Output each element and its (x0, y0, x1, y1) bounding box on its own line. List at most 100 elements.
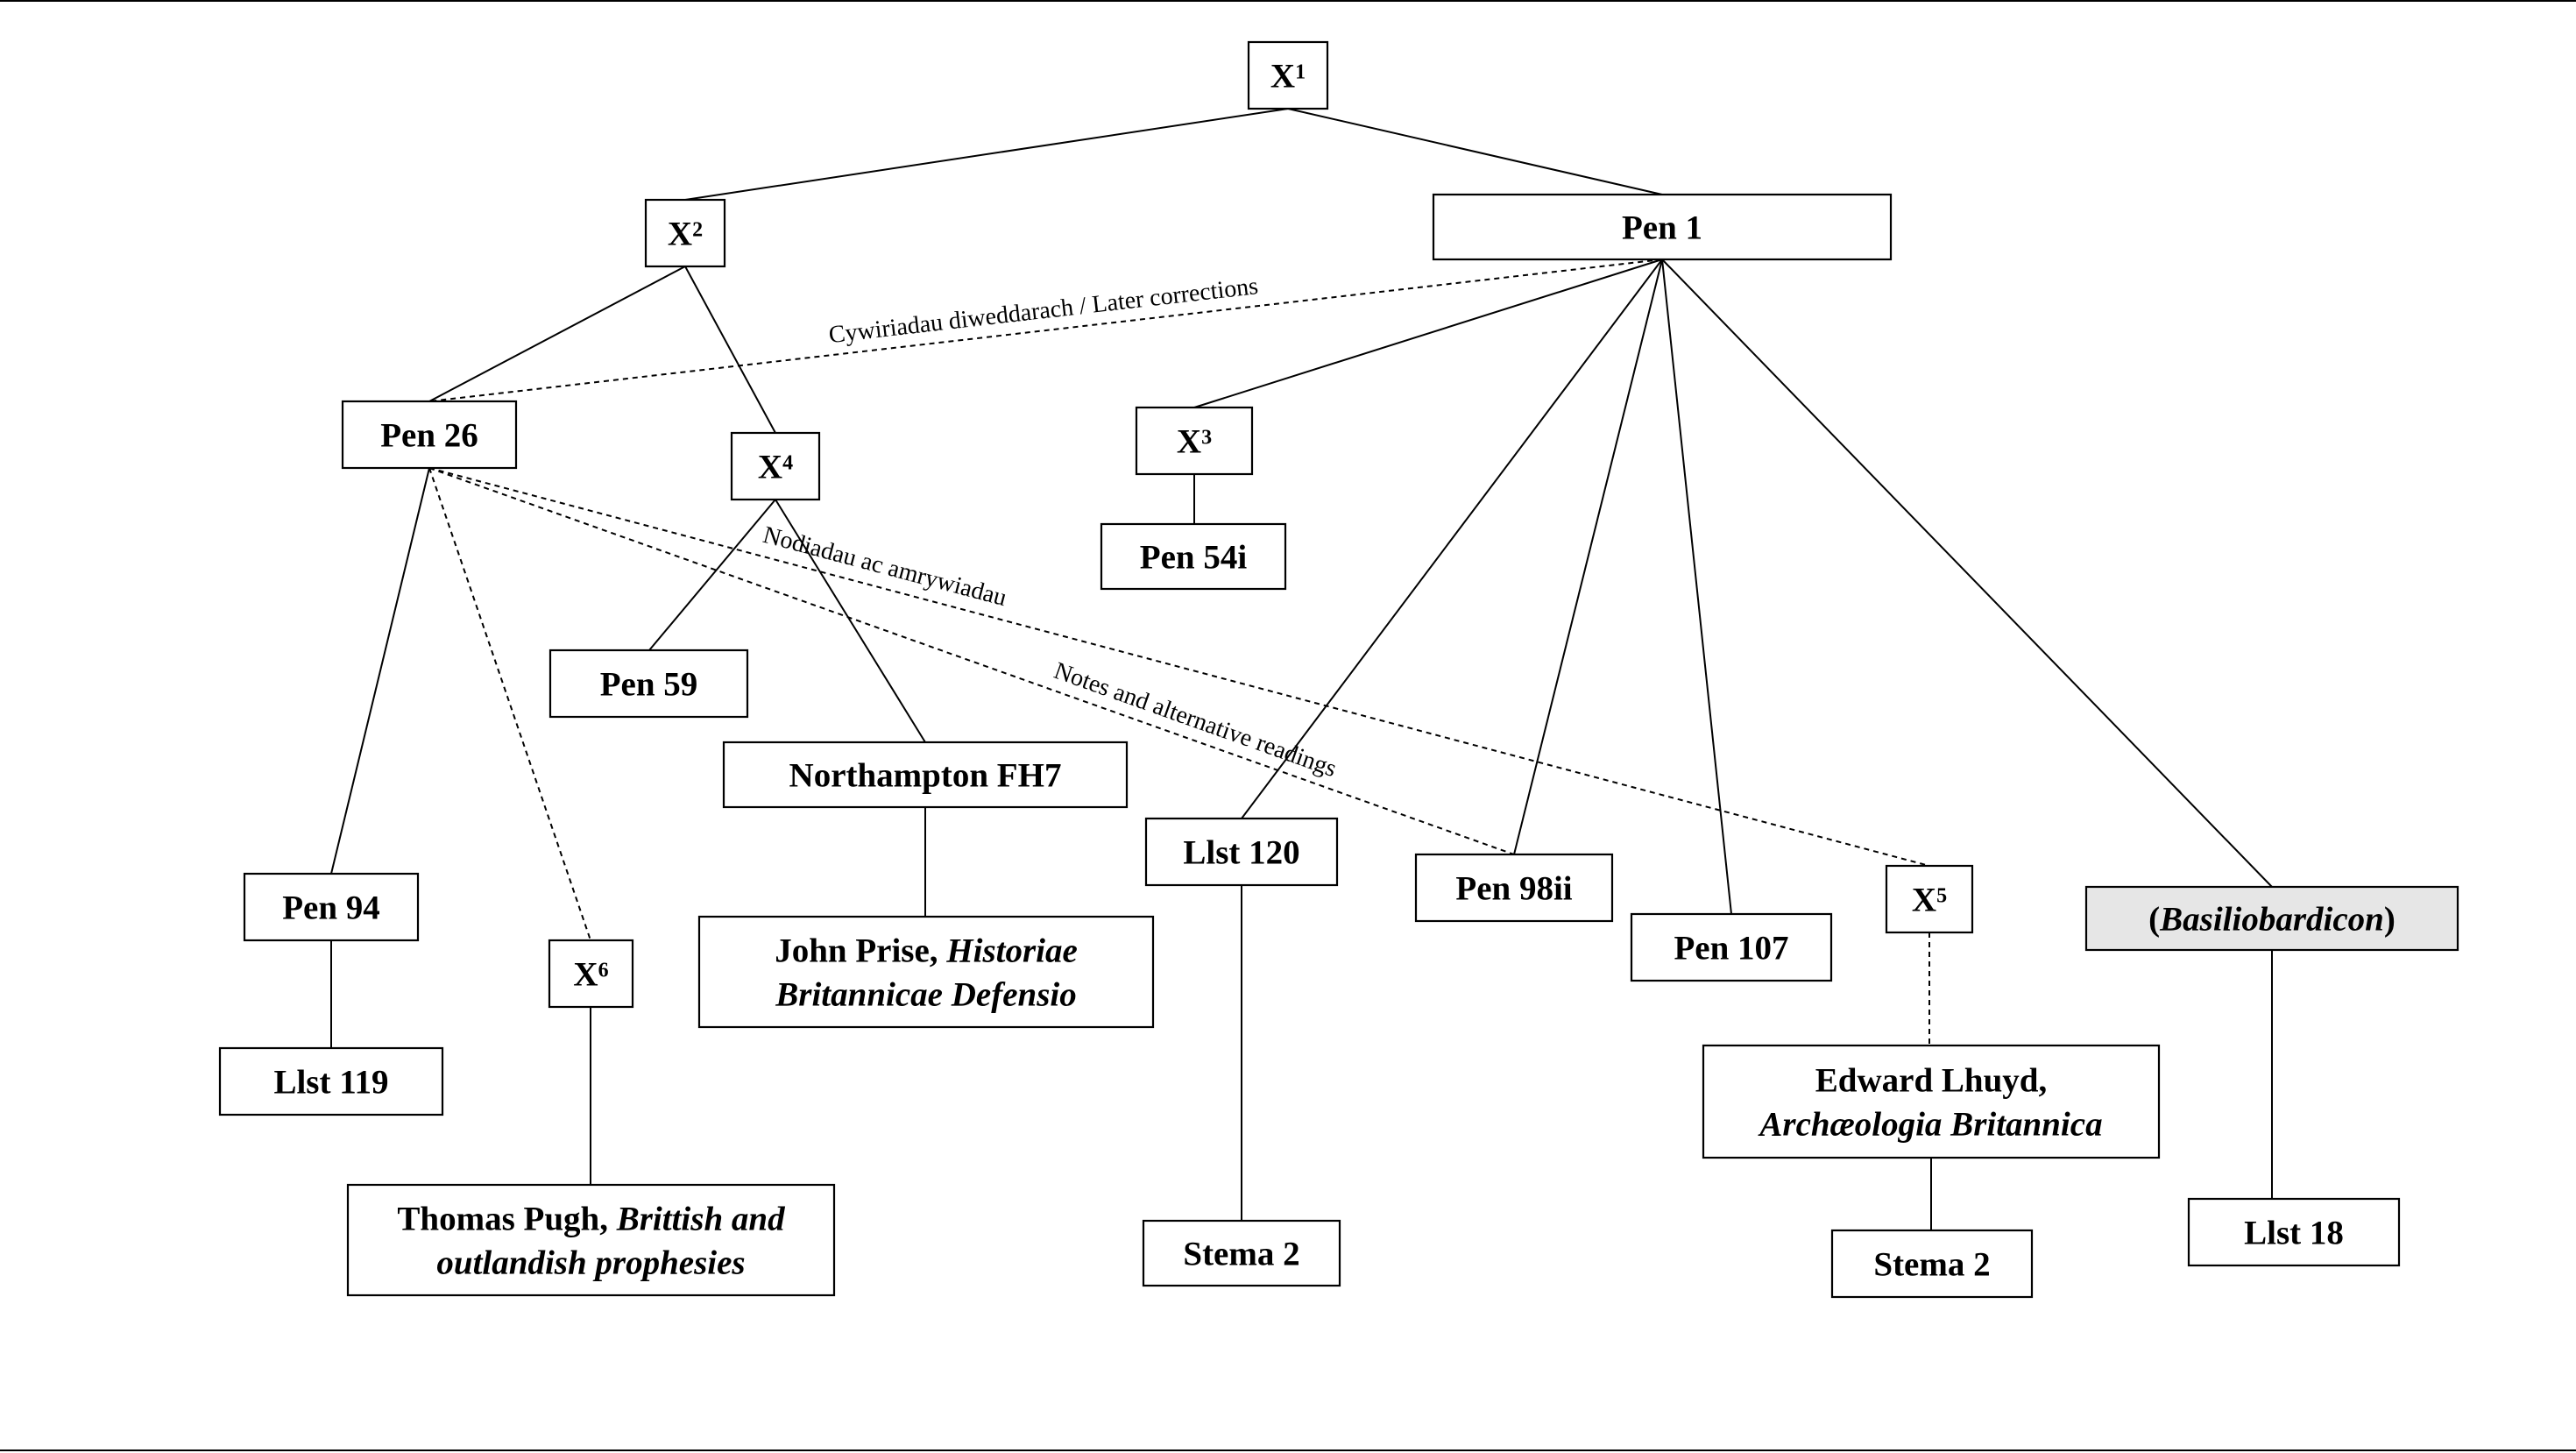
node-label-x5: X5 (1912, 881, 1947, 918)
node-text-run: John Prise, (775, 932, 946, 969)
node-label-pen1: Pen 1 (1622, 209, 1702, 246)
node-text-run: Pen 59 (600, 665, 698, 703)
node-label-x4: X4 (758, 448, 793, 486)
node-text-run: X (668, 215, 692, 252)
edge-pen1-llst120 (1241, 259, 1663, 819)
edge-x1-x2 (684, 108, 1289, 201)
node-stema2a: Stema 2 (1142, 1219, 1341, 1287)
node-box-llst119 (218, 1046, 444, 1116)
node-label-x1: X1 (1270, 57, 1306, 95)
node-label-stema2b: Stema 2 (1873, 1245, 1990, 1283)
node-label-prise: John Prise, Historiae (775, 932, 1078, 969)
node-text-run: outlandish prophesies (436, 1244, 745, 1281)
node-pen26: Pen 26 (341, 400, 518, 470)
node-stema2b: Stema 2 (1830, 1229, 2034, 1299)
node-pugh: Thomas Pugh, Brittish and outlandish prop… (346, 1183, 836, 1297)
node-box-llst120 (1144, 817, 1339, 887)
node-label-llst119: Llst 119 (273, 1063, 388, 1101)
node-box-x3 (1135, 406, 1254, 476)
node-text-run: X (1270, 57, 1295, 95)
node-text-run: ( (2148, 900, 2160, 938)
node-box-pen107 (1630, 912, 1833, 982)
node-text-run: Northampton FH7 (789, 756, 1062, 794)
node-box-basilio (2084, 885, 2459, 952)
node-llst18: Llst 18 (2187, 1197, 2401, 1267)
node-label-pen54i: Pen 54i (1140, 538, 1248, 576)
node-x4: X4 (730, 431, 821, 501)
edges-layer (330, 108, 2273, 1230)
node-lhuyd: Edward Lhuyd, Archæologia Britannica (1702, 1044, 2161, 1159)
node-pen1: Pen 1 (1432, 193, 1893, 261)
node-x6: X6 (548, 939, 634, 1009)
edge-pen26-x6 (428, 467, 591, 941)
node-label-prise: Britannicae Defensio (775, 975, 1076, 1013)
node-text-run: Pen 54i (1140, 538, 1248, 576)
node-label-stema2a: Stema 2 (1183, 1235, 1299, 1272)
node-text-run: X (573, 955, 598, 993)
node-text-run: Pen 94 (282, 889, 380, 926)
node-label-x3: X3 (1177, 422, 1212, 460)
node-pen98ii: Pen 98ii (1414, 853, 1614, 923)
edge-pen1-x3 (1193, 259, 1663, 408)
node-label-lhuyd: Edward Lhuyd, (1815, 1061, 2047, 1099)
node-box-stema2b (1830, 1229, 2034, 1299)
node-text-run: 2 (692, 218, 703, 241)
node-pen94: Pen 94 (243, 872, 420, 942)
node-text-run: 6 (598, 959, 609, 982)
node-text-run: Stema 2 (1183, 1235, 1299, 1272)
node-box-prise (697, 915, 1155, 1029)
node-llst120: Llst 120 (1144, 817, 1339, 887)
node-text-run: Pen 98ii (1455, 869, 1572, 907)
node-label-x6: X6 (573, 955, 608, 993)
node-box-pen98ii (1414, 853, 1614, 923)
edge-pen26-x5 (428, 467, 1930, 867)
node-label-pen94: Pen 94 (282, 889, 380, 926)
node-text-run: 3 (1201, 426, 1212, 449)
node-box-pen94 (243, 872, 420, 942)
node-text-run: Thomas Pugh, (397, 1200, 616, 1237)
node-text-run: Edward Lhuyd, (1815, 1061, 2047, 1099)
node-text-run: Brittish and (616, 1200, 785, 1237)
edge-pen1-pen26 (428, 259, 1663, 402)
node-label-pen107: Pen 107 (1674, 929, 1788, 967)
node-pen59: Pen 59 (548, 649, 749, 719)
node-label-lhuyd: Archæologia Britannica (1757, 1105, 2102, 1143)
node-box-x5 (1885, 864, 1974, 934)
node-label-llst120: Llst 120 (1183, 833, 1299, 871)
node-x1: X1 (1247, 40, 1329, 110)
node-text-run: Stema 2 (1873, 1245, 1990, 1283)
node-text-run: Llst 119 (273, 1063, 388, 1101)
node-text-run: X (1177, 422, 1201, 460)
node-box-northampton (722, 741, 1129, 809)
edge-x4-pen59 (648, 499, 776, 651)
edge-x4-northampton (775, 499, 926, 743)
edge-pen1-pen107 (1661, 259, 1732, 915)
node-box-x1 (1247, 40, 1329, 110)
node-label-pugh: Thomas Pugh, Brittish and (397, 1200, 785, 1237)
node-label-x2: X2 (668, 215, 703, 252)
node-box-pen26 (341, 400, 518, 470)
node-box-pugh (346, 1183, 836, 1297)
node-text-run: Llst 18 (2244, 1214, 2344, 1251)
node-label-pen26: Pen 26 (380, 416, 478, 454)
node-x5: X5 (1885, 864, 1974, 934)
node-label-pen59: Pen 59 (600, 665, 698, 703)
node-text-run: Britannicae Defensio (775, 975, 1076, 1013)
node-text-run: Llst 120 (1183, 833, 1299, 871)
node-text-run: Basiliobardicon (2159, 900, 2384, 938)
edge-pen1-basilio (1661, 259, 2273, 888)
node-label-llst18: Llst 18 (2244, 1214, 2344, 1251)
node-x3: X3 (1135, 406, 1254, 476)
node-text-run: 5 (1936, 884, 1947, 907)
node-box-x6 (548, 939, 634, 1009)
node-label-basilio: (Basiliobardicon) (2148, 900, 2396, 938)
node-box-pen1 (1432, 193, 1893, 261)
node-llst119: Llst 119 (218, 1046, 444, 1116)
node-text-run: Pen 26 (380, 416, 478, 454)
node-x2: X2 (644, 198, 726, 268)
node-text-run: Archæologia Britannica (1757, 1105, 2102, 1143)
node-box-llst18 (2187, 1197, 2401, 1267)
